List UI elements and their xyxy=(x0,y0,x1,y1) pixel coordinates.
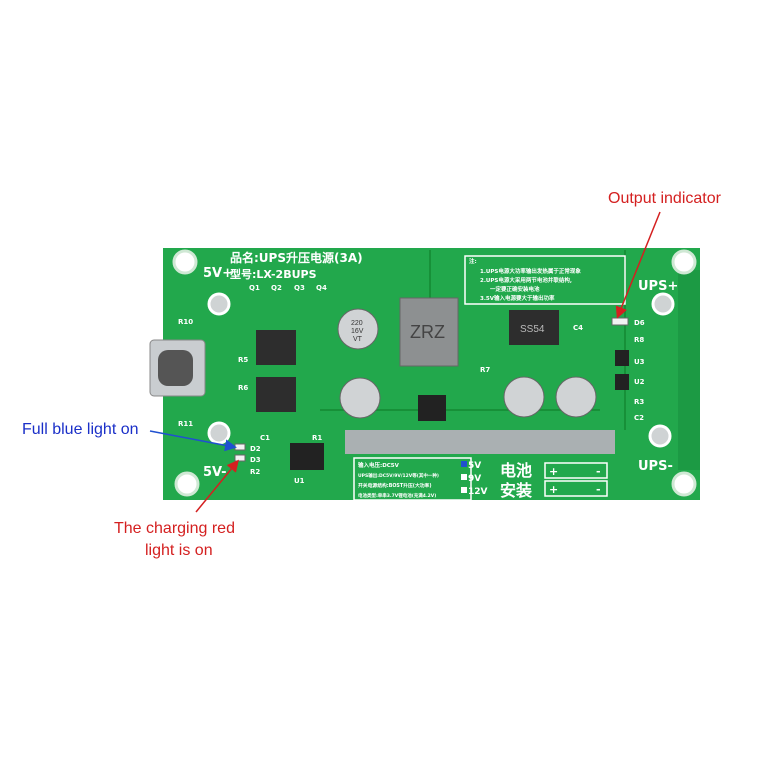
red-light-label-2: light is on xyxy=(145,542,213,559)
ref-u1: U1 xyxy=(294,477,305,485)
label-5v-minus: 5V- xyxy=(203,465,227,480)
notes-line: 一定要正确安装电池 xyxy=(490,285,540,293)
ref-r5: R5 xyxy=(238,356,248,364)
specs-line: 输入电压:DC5V xyxy=(358,461,400,469)
notes-title: 注: xyxy=(469,257,477,265)
heat-pad-grid xyxy=(345,430,615,454)
ref-r7: R7 xyxy=(480,366,490,374)
model: 型号:LX-2BUPS xyxy=(230,267,317,281)
product-name: 品名:UPS升压电源(3A) xyxy=(230,250,363,265)
voltage-option-12v: 12V xyxy=(468,487,488,497)
screw-terminals xyxy=(207,292,675,448)
ref-r8: R8 xyxy=(634,336,644,344)
specs-line: UPS输出:DC5V/9V/12V等(其中一种) xyxy=(358,472,439,479)
ref-c1: C1 xyxy=(260,434,270,442)
ref-q3: Q3 xyxy=(294,284,305,292)
ref-r3: R3 xyxy=(634,398,644,406)
output-indicator-arrow xyxy=(615,211,661,319)
label-ups-minus: UPS- xyxy=(638,459,673,474)
output-indicator-label: Output indicator xyxy=(608,190,721,207)
voltage-option-5v: 5V xyxy=(468,461,481,471)
mosfets xyxy=(256,310,559,412)
battery-slot-2 xyxy=(544,480,608,497)
battery-plus: + xyxy=(549,465,558,478)
ref-q2: Q2 xyxy=(271,284,282,292)
ref-c4: C4 xyxy=(573,324,583,332)
ref-u2: U2 xyxy=(634,378,645,386)
cap-voltage: 16V xyxy=(351,328,364,335)
led-d6-output xyxy=(611,317,629,326)
inductor-marking: ZRZ xyxy=(410,322,445,342)
ref-r6: R6 xyxy=(238,384,248,392)
notes-box xyxy=(464,255,626,305)
battery-plus: + xyxy=(549,483,558,496)
mounting-holes xyxy=(172,249,697,497)
capacitors xyxy=(337,308,597,419)
notes-line: 1.UPS电源大功率输出发热属于正常现象 xyxy=(480,267,581,275)
battery-minus: - xyxy=(596,483,601,496)
blue-light-label: Full blue light on xyxy=(22,421,139,438)
notes-line: 3.5V输入电源要大于输出功率 xyxy=(480,294,555,302)
label-5v-plus: 5V+ xyxy=(203,266,233,281)
battery-label: 电池 xyxy=(500,461,532,480)
notes-line: 2.UPS电源大采用两节电池并联结构, xyxy=(480,276,572,284)
battery-minus: - xyxy=(596,465,601,478)
battery-slot-1 xyxy=(544,462,608,479)
ref-d6: D6 xyxy=(634,319,645,327)
ref-r10: R10 xyxy=(178,318,193,326)
blue-light-arrow xyxy=(149,430,237,452)
battery-label: 安装 xyxy=(500,481,532,500)
diode-marking: SS54 xyxy=(520,324,545,335)
cap-value: 220 xyxy=(351,320,363,327)
cap-brand: VT xyxy=(353,336,363,343)
voltage-option-9v: 9V xyxy=(468,474,481,484)
led-d3-red xyxy=(234,454,246,462)
ref-r1: R1 xyxy=(312,434,322,442)
ref-r2: R2 xyxy=(250,468,260,476)
red-light-label-1: The charging red xyxy=(114,520,235,537)
ics xyxy=(290,350,629,470)
specs-line: 开关电源结构:BOST升压(大功率) xyxy=(358,482,432,489)
ref-d2: D2 xyxy=(250,445,261,453)
ref-r11: R11 xyxy=(178,420,193,428)
ref-q4: Q4 xyxy=(316,284,327,292)
ref-u3: U3 xyxy=(634,358,645,366)
inductor xyxy=(399,297,459,367)
ref-d3: D3 xyxy=(250,456,261,464)
ref-q1: Q1 xyxy=(249,284,260,292)
ref-c2: C2 xyxy=(634,414,644,422)
specs-line: 电池类型:单串3.7V锂电池(充满4.2V) xyxy=(358,492,436,499)
specs-box xyxy=(353,457,472,501)
usb-side-strip xyxy=(678,270,700,470)
label-ups-plus: UPS+ xyxy=(638,279,678,294)
led-d2-blue xyxy=(234,443,246,451)
red-light-arrow xyxy=(195,459,239,513)
